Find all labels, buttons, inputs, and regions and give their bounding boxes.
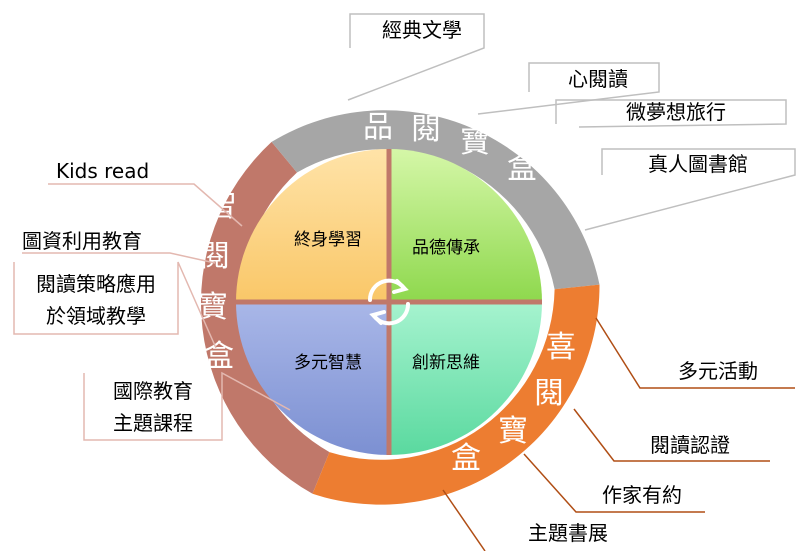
ring-top-char: 寶 (460, 125, 490, 160)
ring-right-char: 喜 (546, 330, 576, 365)
callout-line-top-1 (347, 13, 485, 101)
callout-text-right-2: 閱讀認證 (650, 433, 730, 457)
callout-line-right-3 (523, 453, 705, 513)
callout-line-left-3 (13, 261, 217, 349)
callout-text-right-3: 作家有約 (602, 483, 682, 507)
callout-line-top-3 (555, 99, 787, 128)
quadrant-label-top-right: 品德傳承 (412, 238, 480, 258)
callout-line-left-1 (48, 183, 243, 227)
callout-text-left-1: Kids read (56, 159, 149, 183)
callout-line-right-1 (595, 317, 795, 389)
ring-left-char: 寶 (198, 290, 228, 325)
quadrant-bottom-right (389, 302, 542, 455)
ring-sector-top (271, 110, 600, 290)
callout-text-right-1: 多元活動 (678, 359, 758, 383)
callout-line-top-4 (584, 148, 796, 231)
callout-text-left-2: 圖資利用教育 (22, 229, 142, 253)
ring-top-char: 閱 (411, 112, 441, 147)
quadrant-label-bottom-left: 多元智慧 (294, 353, 362, 373)
cycle-arrows-icon (367, 278, 411, 326)
callout-text-left-4a: 國際教育 (113, 379, 193, 403)
ring-sector-right (312, 284, 600, 505)
callout-text-top-1: 經典文學 (382, 18, 462, 42)
callout-text-left-4b: 主題課程 (113, 411, 193, 435)
ring-top-char: 盒 (507, 151, 537, 186)
ring-left-char: 智 (207, 189, 237, 224)
ring-right-char: 寶 (498, 414, 528, 449)
callout-text-top-4: 真人圖書館 (648, 152, 748, 176)
ring-right-char: 盒 (451, 441, 481, 476)
callout-text-left-3b: 於領域教學 (46, 304, 146, 328)
callout-text-left-3a: 閱讀策略應用 (36, 272, 156, 296)
callout-line-left-2 (22, 252, 216, 264)
callout-line-right-4 (442, 489, 486, 551)
ring-top-char: 品 (363, 110, 393, 145)
ring-right-char: 閱 (534, 376, 564, 411)
callout-line-left-4 (83, 371, 291, 441)
ring-left-char: 盒 (204, 339, 234, 374)
callout-line-right-2 (573, 408, 770, 462)
quadrant-label-bottom-right: 創新思維 (412, 353, 480, 373)
callout-text-right-4: 主題書展 (528, 521, 608, 545)
ring-sector-left (200, 141, 330, 494)
quadrant-top-right (389, 149, 542, 302)
quadrant-label-top-left: 終身學習 (294, 230, 362, 250)
quadrant-top-left (236, 149, 389, 302)
ring-left-char: 閱 (200, 239, 230, 274)
callout-text-top-3: 微夢想旅行 (626, 100, 726, 124)
quadrant-bottom-left (236, 302, 389, 455)
callout-text-top-2: 心閱讀 (568, 67, 628, 91)
